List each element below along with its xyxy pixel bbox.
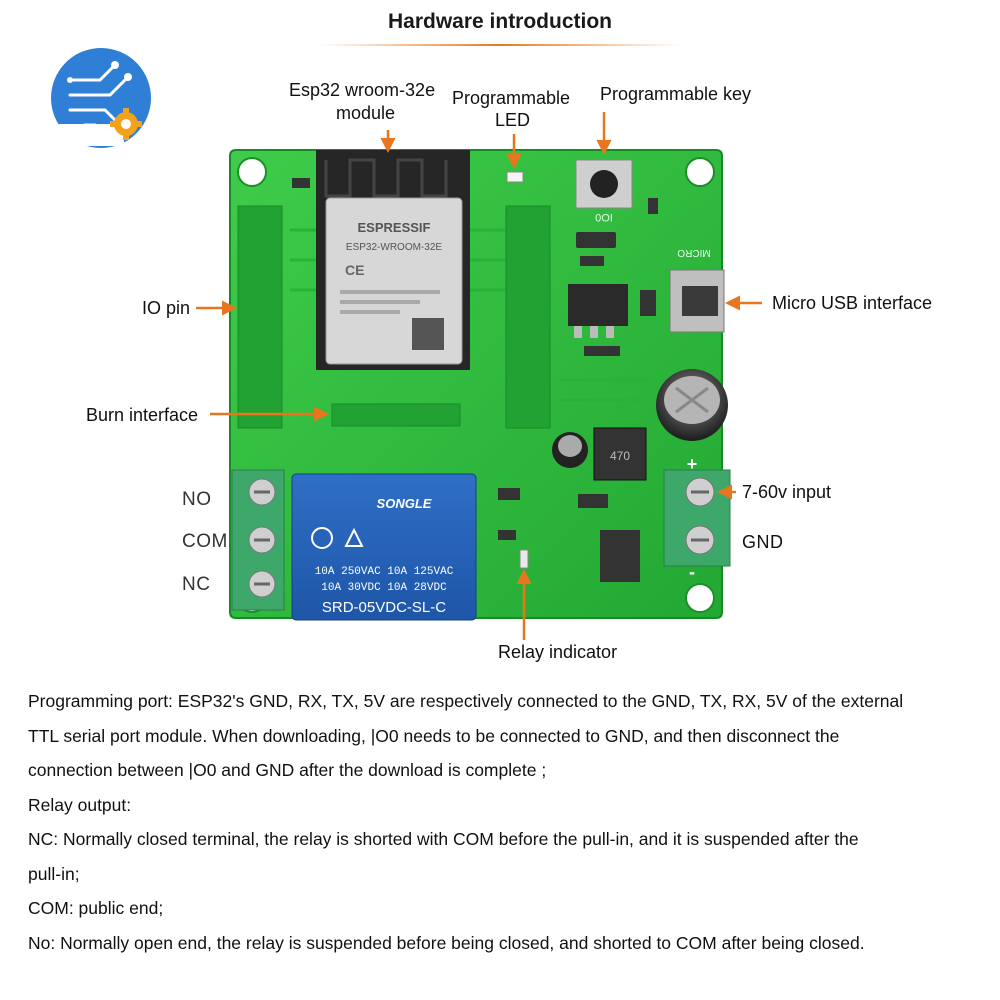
burn-interface-header (331, 403, 461, 427)
board-illustration: ESPRESSIF ESP32-WROOM-32E CE IO0 MICRO (44, 48, 762, 640)
io-pin-header-left (237, 205, 283, 429)
brand-logo-icon (44, 48, 151, 148)
programmable-key: IO0 (575, 159, 633, 223)
description-line: Relay output: (28, 794, 132, 815)
power-input-terminal: + - (663, 454, 731, 582)
programmable-led (506, 171, 524, 183)
led-label-line2: LED (495, 110, 531, 130)
description-line: NC: Normally closed terminal, the relay … (28, 829, 859, 849)
relay-model-text: SRD-05VDC-SL-C (322, 599, 446, 616)
description-line: connection between |O0 and GND after the… (28, 760, 547, 780)
module-name-text: ESP32-WROOM-32E (346, 242, 442, 253)
power-inductor (593, 427, 647, 481)
io-pin-label: IO pin (142, 298, 191, 318)
micro-silk-text: MICRO (677, 247, 711, 258)
relay: SONGLE 10A 250VAC 10A 125VAC 10A 30VDC 1… (291, 473, 477, 621)
terminal-no-label: NO (182, 489, 212, 510)
relay-indicator-label: Relay indicator (498, 642, 618, 662)
description-line: Programming port: ESP32's GND, RX, TX, 5… (28, 691, 904, 711)
micro-usb-label: Micro USB interface (772, 293, 933, 313)
minus-silk-text: - (689, 562, 695, 582)
key-label: Programmable key (600, 84, 752, 104)
esp32-label-line1: Esp32 wroom-32e (289, 80, 436, 100)
callout-arrows (196, 112, 762, 640)
input-voltage-label: 7-60v input (742, 482, 832, 502)
module-brand-text: ESPRESSIF (358, 220, 431, 235)
relay-brand-text: SONGLE (377, 496, 432, 511)
burn-interface-label: Burn interface (86, 405, 199, 425)
relay-terminal-block (231, 469, 285, 611)
esp32-label-line2: module (336, 103, 396, 123)
svg-text:CE: CE (345, 262, 364, 278)
terminal-com-label: COM (182, 531, 228, 552)
io0-silk-text: IO0 (595, 211, 613, 223)
svg-text:470: 470 (610, 449, 630, 463)
relay-rating-line2: 10A 30VDC 10A 28VDC (321, 582, 447, 594)
voltage-regulator (568, 284, 628, 338)
title-underline (320, 44, 680, 46)
relay-rating-line1: 10A 250VAC 10A 125VAC (315, 566, 454, 578)
io-pin-header-right (505, 205, 551, 429)
description-line: pull-in; (28, 863, 80, 884)
led-label-line1: Programmable (452, 88, 571, 108)
page-title: Hardware introduction (387, 10, 613, 33)
description-block: Programming port: ESP32's GND, RX, TX, 5… (28, 684, 978, 960)
description-line: TTL serial port module. When downloading… (28, 725, 840, 746)
electrolytic-capacitor (656, 369, 728, 441)
relay-indicator-led (519, 549, 529, 569)
description-line: COM: public end; (28, 898, 164, 918)
description-line: No: Normally open end, the relay is susp… (28, 932, 865, 953)
esp32-module: ESPRESSIF ESP32-WROOM-32E CE (316, 150, 470, 370)
gnd-label: GND (742, 532, 784, 552)
terminal-nc-label: NC (182, 574, 211, 595)
plus-silk-text: + (687, 454, 698, 474)
micro-usb-port: MICRO (669, 247, 725, 333)
